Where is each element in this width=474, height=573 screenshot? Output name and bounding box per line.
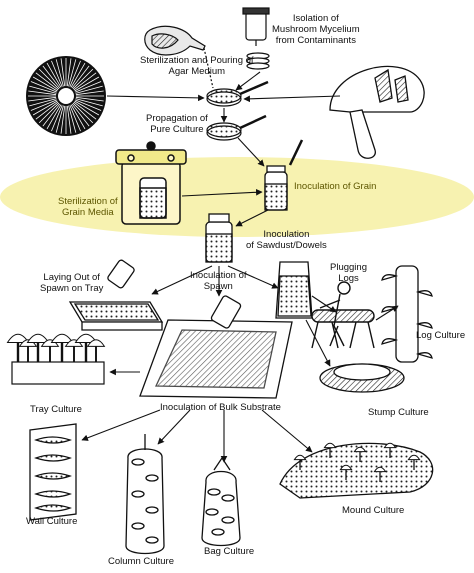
flow-arrows <box>81 71 399 463</box>
petri-dish-culture-icon <box>206 114 267 141</box>
label-column-culture: Column Culture <box>108 556 174 567</box>
label-stump-culture: Stump Culture <box>368 407 429 418</box>
label-tray-culture: Tray Culture <box>30 404 82 415</box>
mushroom-cap-icon <box>329 65 425 159</box>
highlight-band <box>0 157 474 237</box>
spawn-bag-icon <box>275 261 313 319</box>
grain-jar-icon <box>264 139 304 211</box>
bag-culture-icon <box>201 456 241 547</box>
label-mound-culture: Mound Culture <box>342 505 405 516</box>
label-inoculation-grain: Inoculation of Grain <box>294 181 377 192</box>
sawdust-jar-icon <box>205 213 233 263</box>
bulk-substrate-icon <box>139 295 293 399</box>
label-wall-culture: Wall Culture <box>26 516 78 527</box>
label-bag-culture: Bag Culture <box>204 546 255 557</box>
pressure-cooker-icon <box>115 141 187 225</box>
column-culture-icon <box>125 434 165 555</box>
spore-print-icon <box>26 56 106 136</box>
spawn-tray-icon <box>68 259 164 331</box>
mound-culture-icon <box>279 442 434 499</box>
petri-dish-agar-icon <box>206 80 269 107</box>
stump-culture-icon <box>319 363 405 393</box>
wall-culture-icon <box>29 423 77 521</box>
label-log-culture: Log Culture <box>416 330 466 341</box>
agar-flask-icon <box>144 25 214 89</box>
plugging-logs-icon <box>311 281 375 349</box>
tray-culture-icon <box>6 333 106 385</box>
label-bulk-substrate: Inoculation of Bulk Substrate <box>160 402 281 413</box>
isolation-jar-icon <box>242 7 270 70</box>
log-culture-icon <box>381 265 433 363</box>
